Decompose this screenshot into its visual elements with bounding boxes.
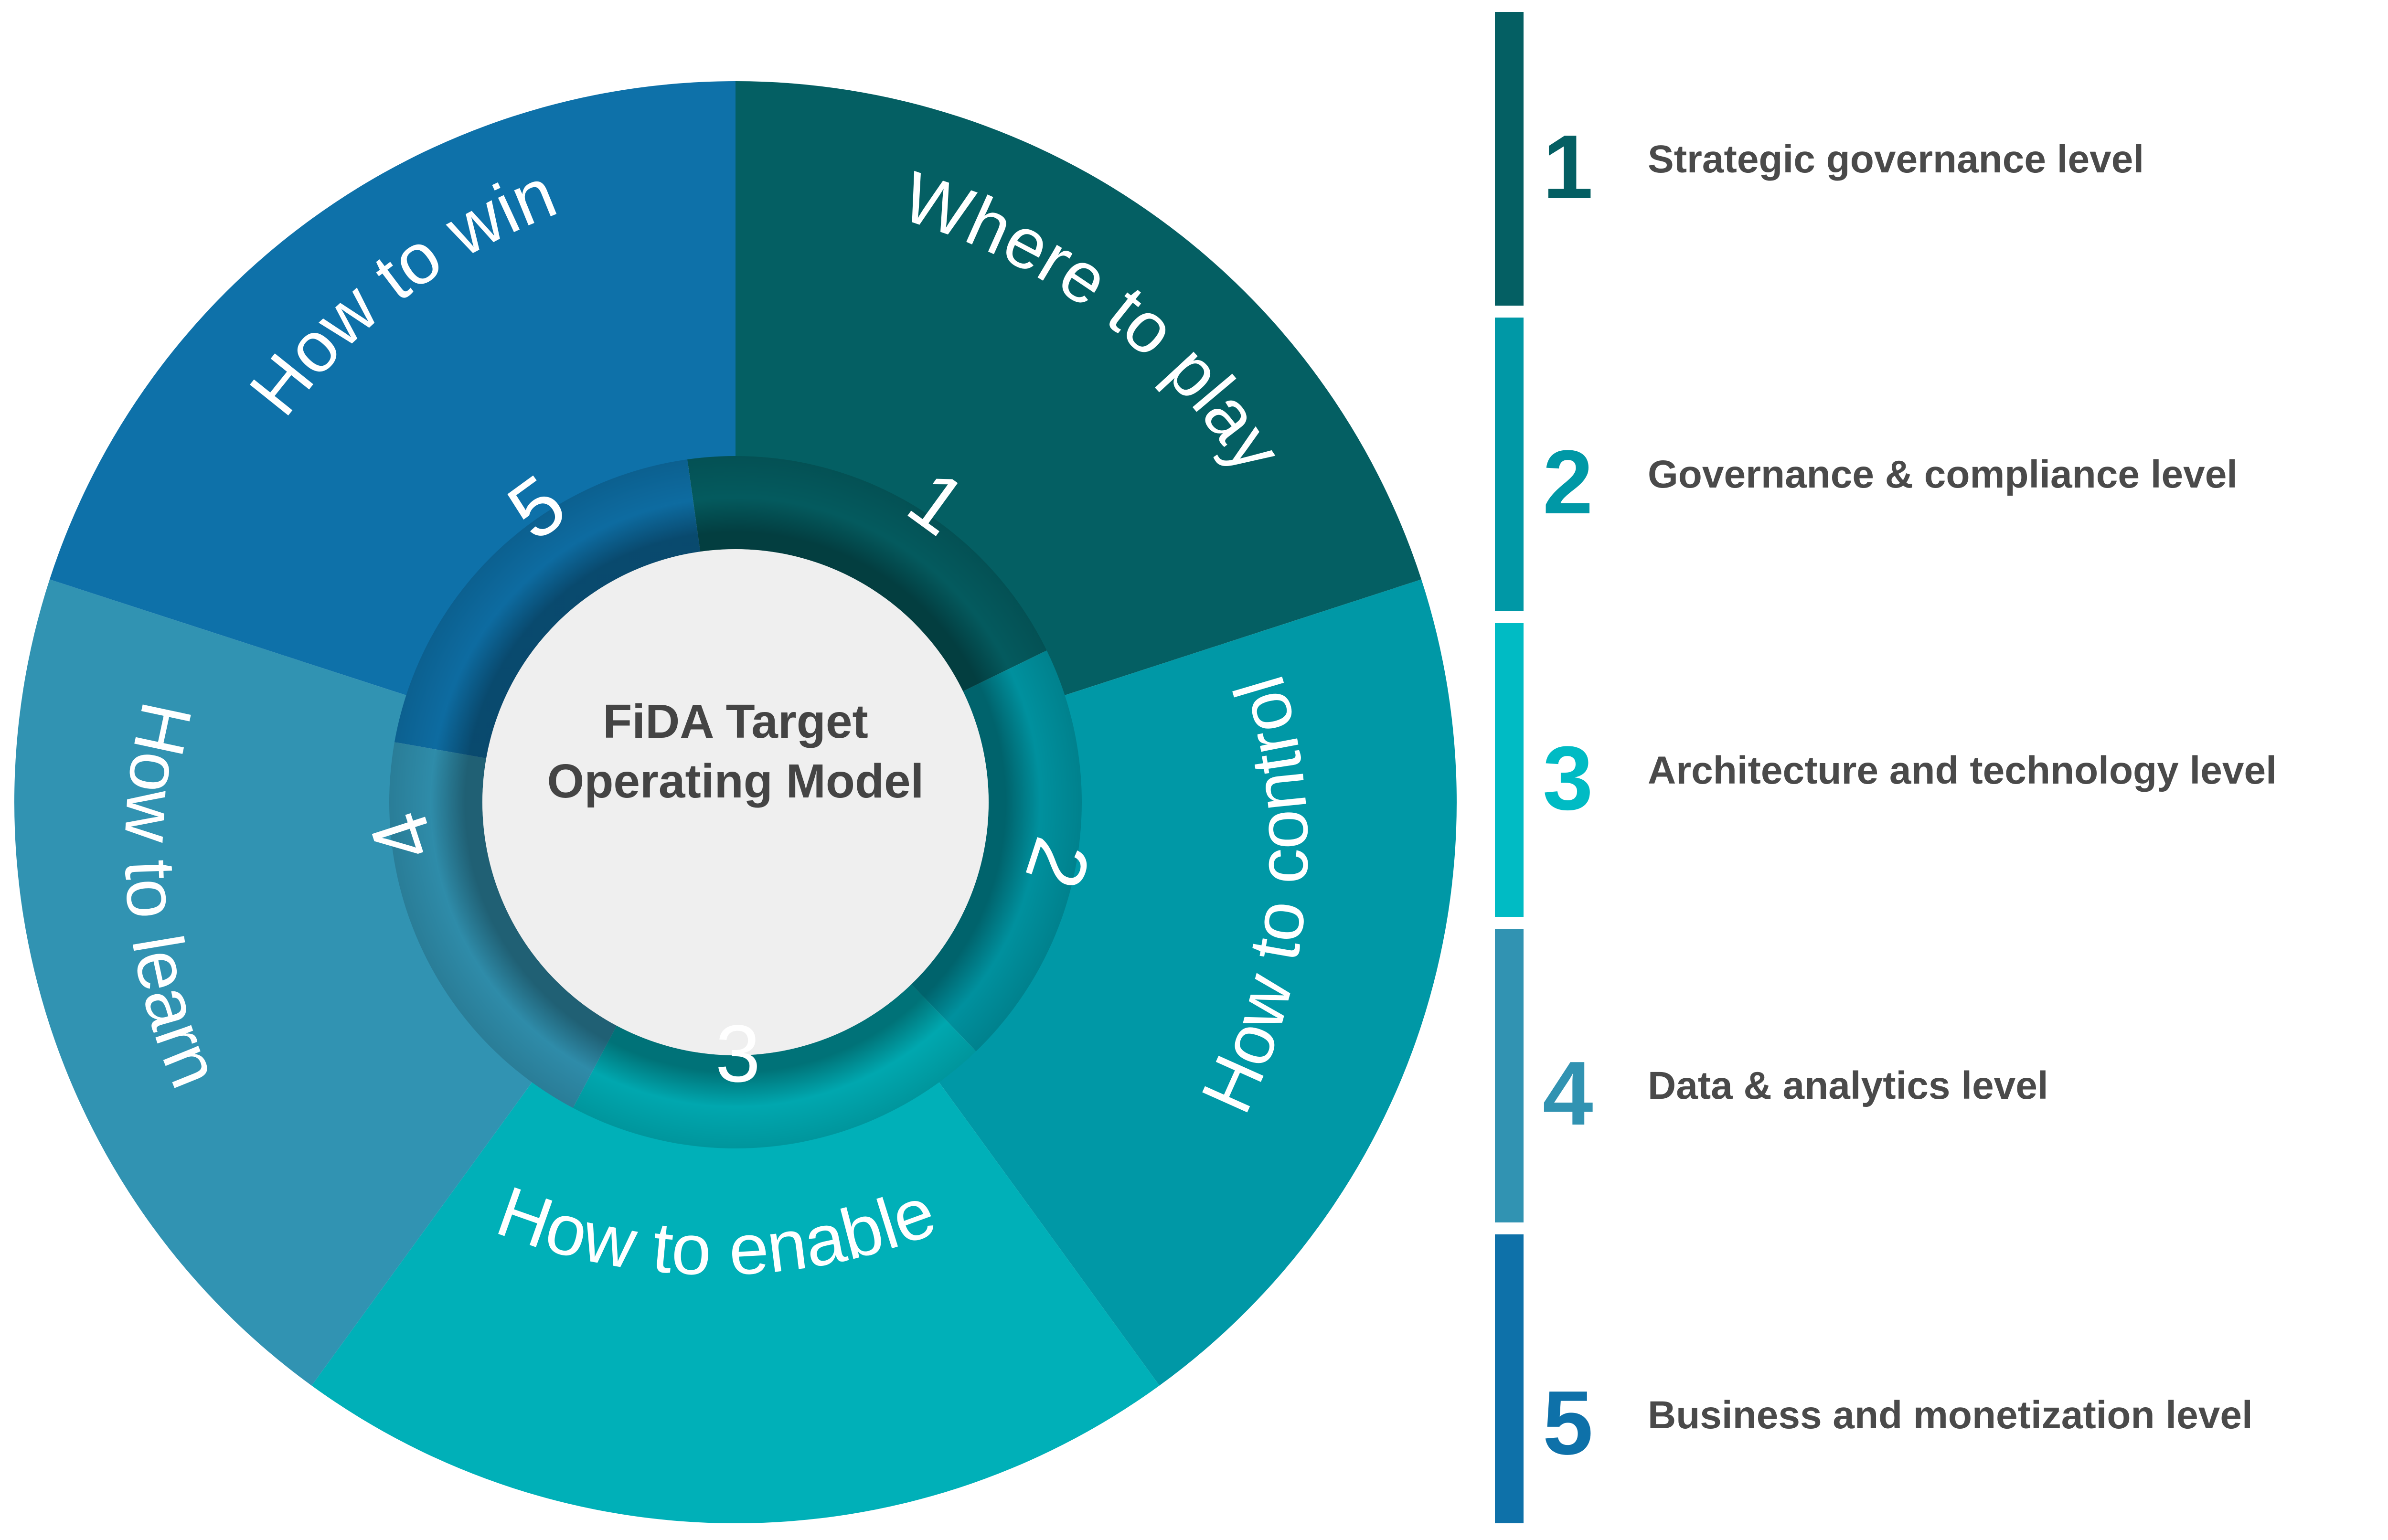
legend-item-4: 4 Data & analytics level bbox=[1495, 929, 2383, 1222]
legend-item-5: 5 Business and monetization level bbox=[1495, 1234, 2383, 1523]
outer-segment-where-to-play bbox=[736, 81, 1422, 696]
legend-number-3: 3 bbox=[1543, 728, 1593, 829]
outer-segment-how-to-control bbox=[938, 579, 1457, 1386]
outer-segment-how-to-enable bbox=[311, 1080, 1160, 1524]
legend-bar-5 bbox=[1495, 1234, 1524, 1523]
legend-number-1: 1 bbox=[1543, 117, 1593, 218]
legend-text-2: Governance & compliance level bbox=[1648, 453, 2238, 496]
ring-number-3: 3 bbox=[715, 1009, 761, 1099]
center-disc bbox=[482, 549, 989, 1055]
outer-segment-how-to-win bbox=[49, 81, 736, 696]
legend: 1 Strategic governance level 2 Governanc… bbox=[1495, 12, 2383, 1540]
legend-text-4: Data & analytics level bbox=[1648, 1064, 2048, 1107]
legend-bar-2 bbox=[1495, 318, 1524, 611]
legend-item-1: 1 Strategic governance level bbox=[1495, 12, 2383, 306]
legend-bar-4 bbox=[1495, 929, 1524, 1222]
legend-text-5: Business and monetization level bbox=[1648, 1393, 2253, 1437]
legend-text-3: Architecture and technology level bbox=[1648, 749, 2277, 792]
legend-text-1: Strategic governance level bbox=[1648, 138, 2144, 181]
legend-item-3: 3 Architecture and technology level bbox=[1495, 623, 2383, 917]
legend-number-2: 2 bbox=[1543, 432, 1593, 533]
center-title-line-1: FiDA Target bbox=[603, 695, 868, 748]
legend-number-4: 4 bbox=[1543, 1043, 1593, 1144]
outer-segment-how-to-learn bbox=[14, 579, 533, 1386]
legend-item-2: 2 Governance & compliance level bbox=[1495, 318, 2383, 611]
center-title-line-2: Operating Model bbox=[547, 754, 924, 808]
legend-bar-3 bbox=[1495, 623, 1524, 917]
legend-bar-1 bbox=[1495, 12, 1524, 306]
legend-number-5: 5 bbox=[1543, 1372, 1593, 1474]
